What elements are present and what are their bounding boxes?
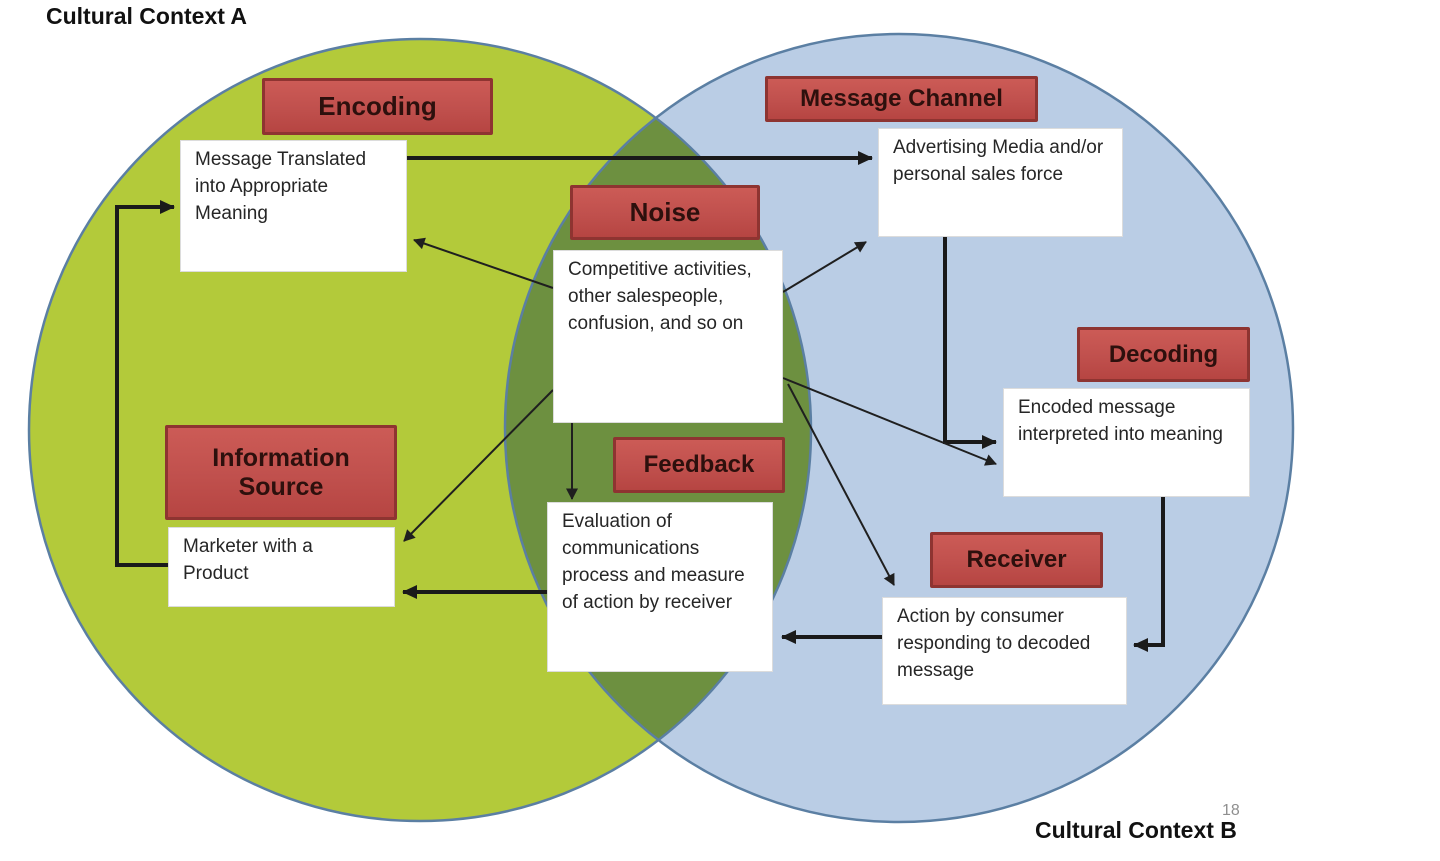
venn-circle-a-outline [27,37,813,823]
arrow-encoded-to-action [1133,497,1165,652]
message-channel-label-box: Message Channel [765,76,1038,122]
information-source-description-box: Marketer with a Product [168,527,395,607]
arrow-noise-to-message [413,237,554,289]
venn-circle-b-outline [503,32,1295,824]
cultural-context-a-title: Cultural Context A [46,3,248,29]
receiver-description-box: Action by consumer responding to decoded… [882,597,1127,705]
feedback-description-box: Evaluation of communications process and… [547,502,773,672]
receiver-label-box: Receiver [930,532,1103,588]
feedback-label-box: Feedback [613,437,785,493]
encoding-label-box: Encoding [262,78,493,135]
noise-description-box: Competitive activities, other salespeopl… [553,250,783,423]
cultural-context-b-title: Cultural Context B [1035,817,1237,843]
page-number: 18 [1222,802,1240,819]
encoding-description-box: Message Translated into Appropriate Mean… [180,140,407,272]
arrow-noise-to-encoded [782,377,997,466]
arrow-advertising-to-encoded [943,237,997,449]
message-channel-description-box: Advertising Media and/or personal sales … [878,128,1123,237]
decoding-description-box: Encoded message interpreted into meaning [1003,388,1250,497]
noise-label-box: Noise [570,185,760,240]
arrow-noise-to-action [787,383,895,586]
information-source-label-box: Information Source [165,425,397,520]
decoding-label-box: Decoding [1077,327,1250,382]
arrow-noise-to-marketer [403,389,554,542]
arrow-noise-to-advertising [782,241,867,293]
arrow-marketer-to-message [115,200,175,567]
